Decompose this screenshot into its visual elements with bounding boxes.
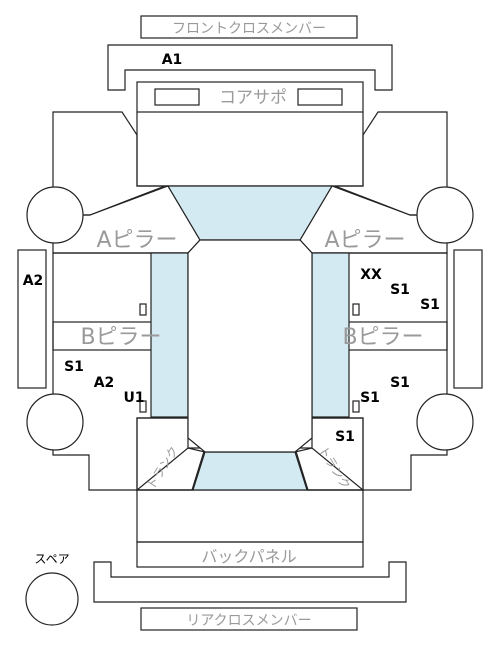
code-right-rear-s1-c: S1 xyxy=(335,429,355,445)
rear-cross-member-label: リアクロスメンバー xyxy=(186,613,311,629)
windshield[interactable] xyxy=(166,185,334,241)
spare-tire[interactable] xyxy=(25,572,79,626)
trunk-left-label: トランク xyxy=(144,444,181,492)
wheel-right-front[interactable] xyxy=(416,186,474,244)
front-cross-member-label: フロントクロスメンバー xyxy=(172,21,326,37)
b-pillar-right-label: Bピラー xyxy=(342,325,423,350)
right-side-windows[interactable] xyxy=(311,252,350,418)
wheel-left-rear[interactable] xyxy=(26,393,84,451)
wheel-right-rear[interactable] xyxy=(416,393,474,451)
engine-bay-left-edge xyxy=(136,112,168,187)
left-side-windows[interactable] xyxy=(150,252,189,418)
headlight-right xyxy=(297,88,343,106)
left-rocker-part[interactable] xyxy=(17,249,47,389)
a-pillar-left-label: Aピラー xyxy=(96,228,177,253)
back-panel-outer xyxy=(136,489,364,543)
b-pillar-left-label: Bピラー xyxy=(80,325,161,350)
spare-label: スペア xyxy=(34,552,69,566)
code-front-cross-member: A1 xyxy=(162,52,183,68)
front-cross-member-box[interactable] xyxy=(140,15,358,39)
back-panel-part[interactable] xyxy=(136,541,364,568)
a-pillar-right-label: Aピラー xyxy=(324,228,405,253)
code-right-front-s1-a: S1 xyxy=(390,282,410,298)
door-handle-lr xyxy=(139,400,147,413)
rear-cross-member-bracket[interactable] xyxy=(93,561,407,603)
door-handle-rf xyxy=(352,303,360,316)
core-support-part[interactable] xyxy=(136,81,364,113)
code-right-front-s1-b: S1 xyxy=(420,297,440,313)
back-panel-label: バックパネル xyxy=(201,547,296,566)
code-left-rear-a2: A2 xyxy=(94,375,115,391)
rear-cross-member-box[interactable] xyxy=(140,607,358,631)
wheel-left-front[interactable] xyxy=(26,186,84,244)
right-rocker-part[interactable] xyxy=(453,249,483,389)
engine-bay-right-edge xyxy=(332,112,364,187)
cabin-roof[interactable] xyxy=(187,239,313,453)
code-right-rear-s1-a: S1 xyxy=(390,375,410,391)
code-left-rear-s1: S1 xyxy=(64,359,84,375)
code-left-side-outer: A2 xyxy=(23,273,44,289)
code-right-front-xx: XX xyxy=(360,267,382,283)
core-support-label: コアサポ xyxy=(219,88,287,108)
rear-window[interactable] xyxy=(192,451,308,491)
code-left-rear-u1: U1 xyxy=(123,390,144,406)
door-handle-lf xyxy=(139,303,147,316)
trunk-right-label: トランク xyxy=(316,444,353,492)
headlight-left xyxy=(154,88,200,106)
code-right-rear-s1-b: S1 xyxy=(360,390,380,406)
door-handle-rr xyxy=(352,400,360,413)
front-cross-member-part[interactable] xyxy=(107,44,393,91)
